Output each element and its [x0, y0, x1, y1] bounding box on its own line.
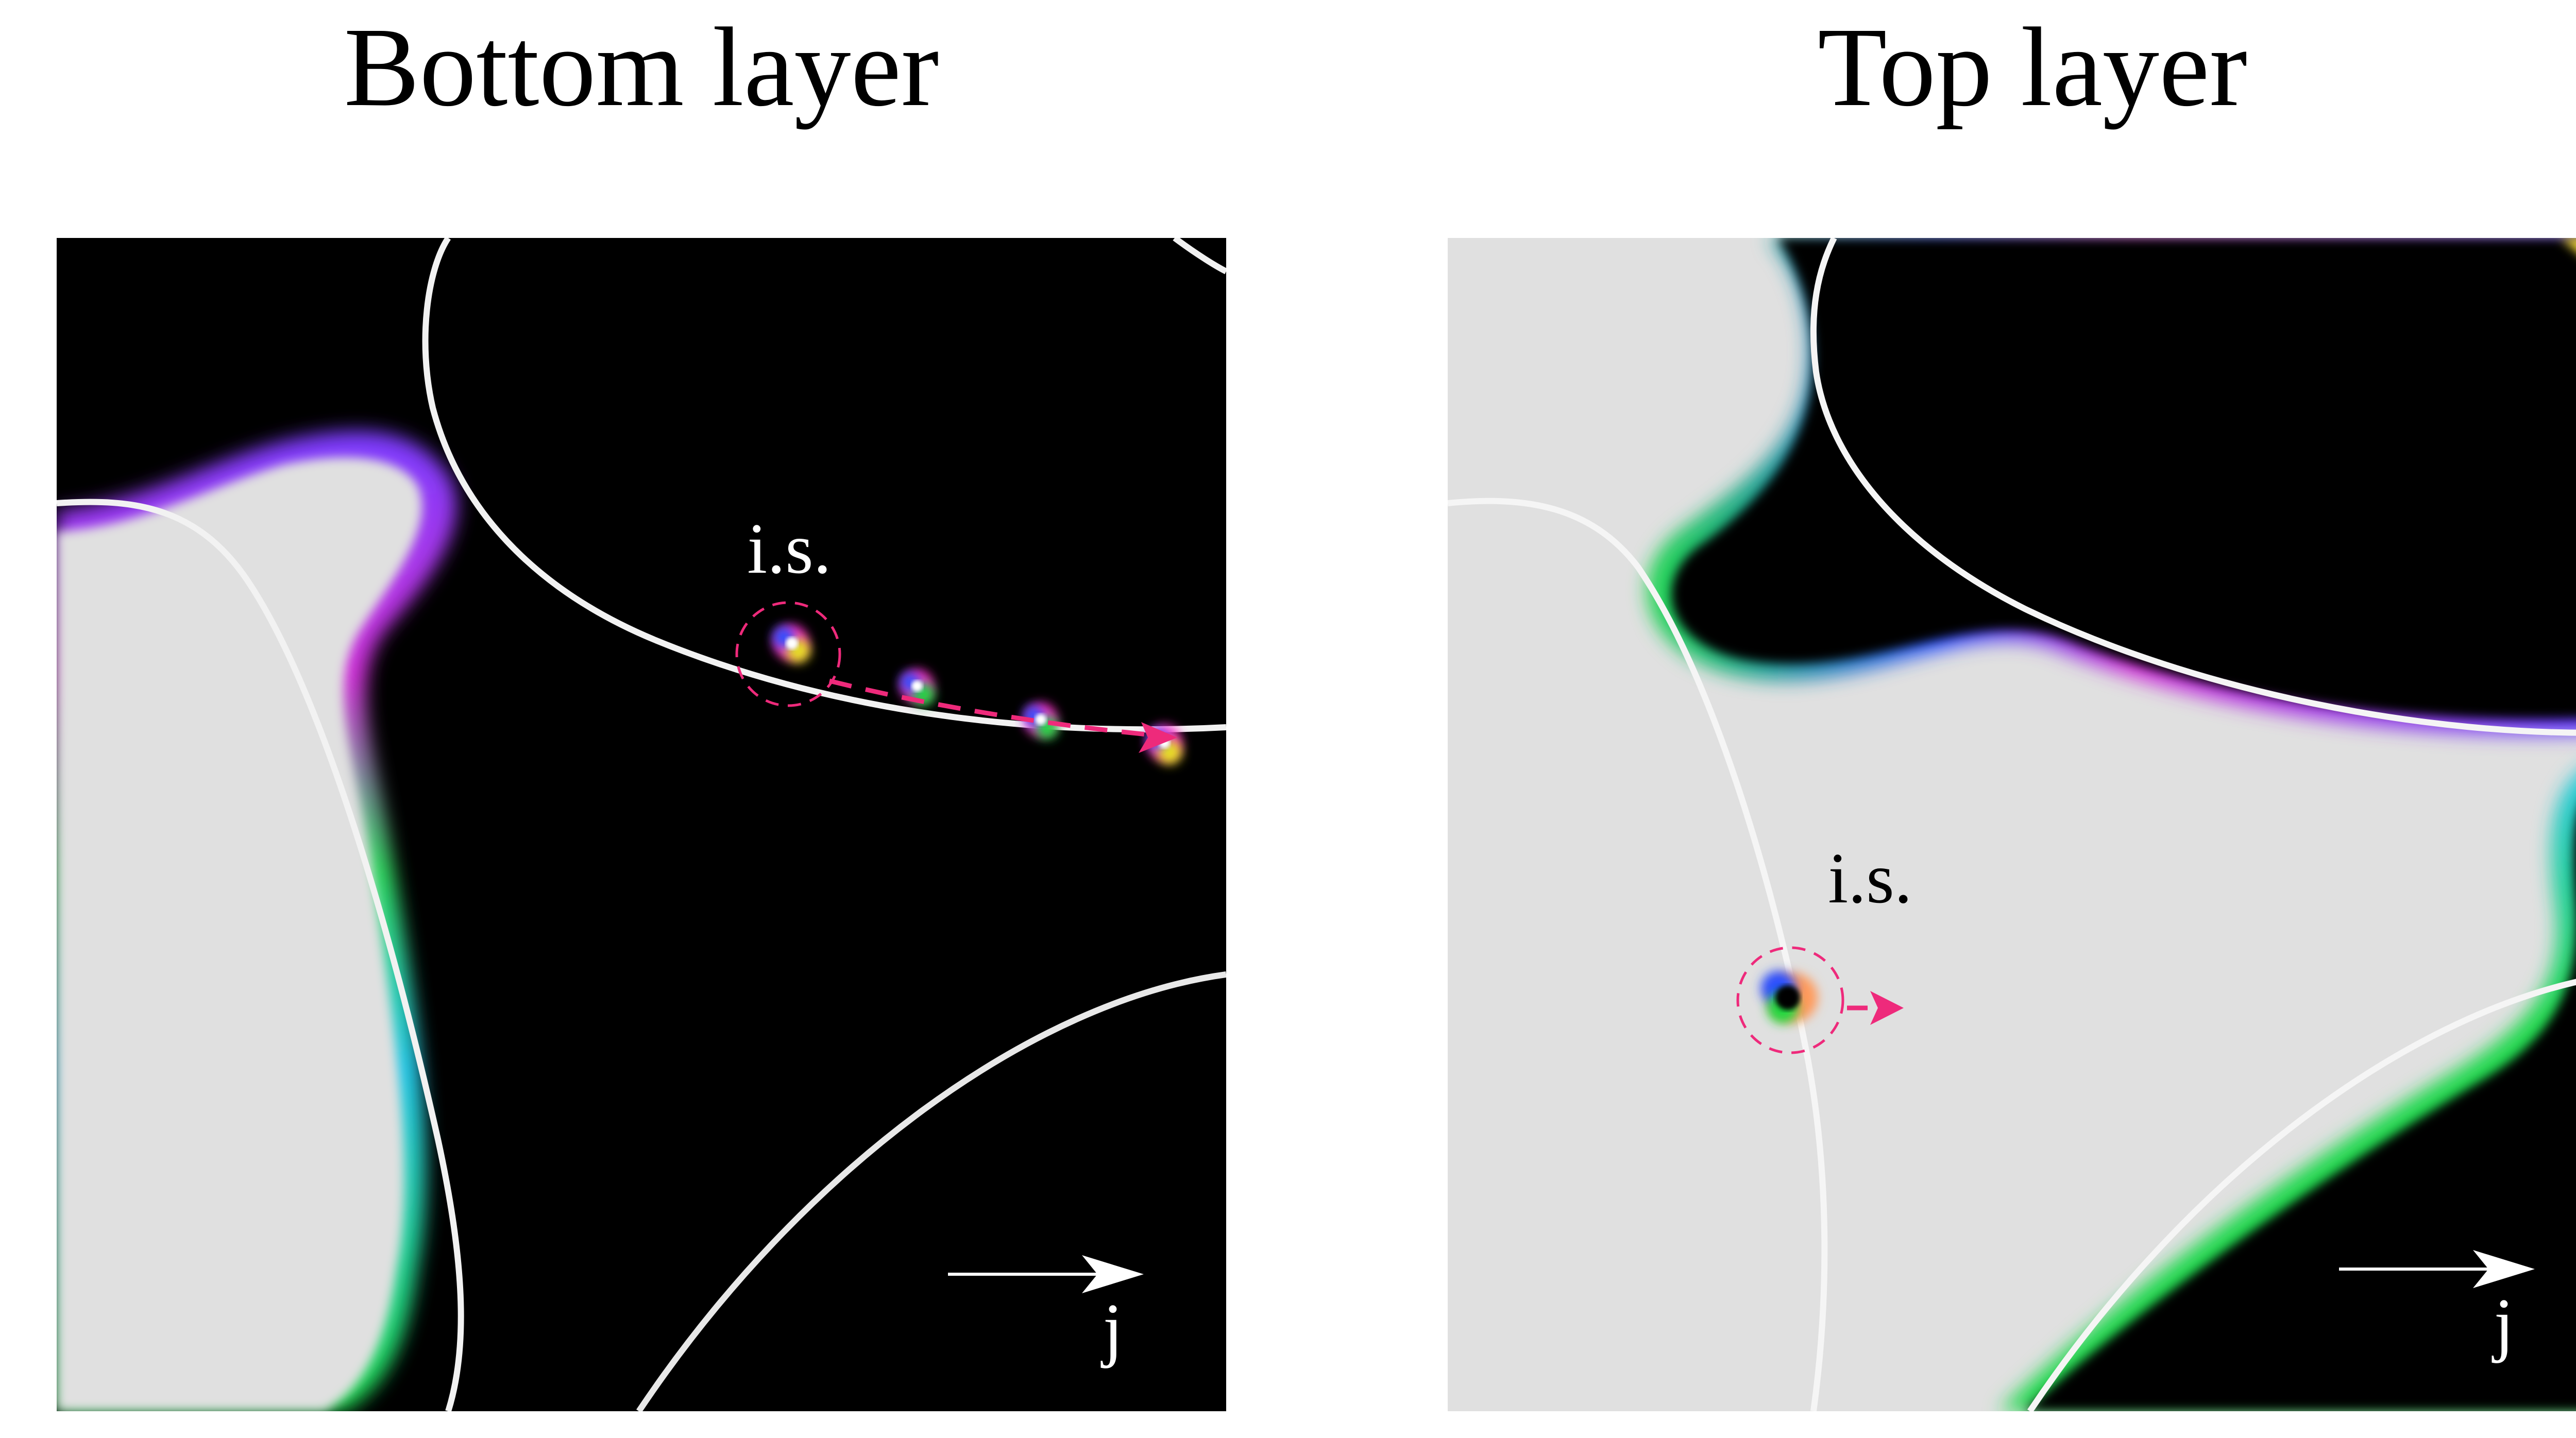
- initial-state-label: i.s.: [747, 509, 831, 589]
- defect-spot: [1761, 971, 1818, 1023]
- boundary-line-upper: [422, 238, 1226, 733]
- top-layer-panel: i.s. j: [1448, 238, 2576, 1411]
- title-top-layer: Top layer: [1818, 4, 2247, 130]
- trajectory-arrowhead: [1139, 722, 1177, 753]
- dashed-circle-icon: [735, 601, 841, 707]
- direction-label: j: [1100, 1289, 1123, 1369]
- trajectory-arrow-icon: [828, 678, 1170, 739]
- boundary-line-left: [1448, 498, 1828, 1411]
- boundary-line-corner: [1173, 238, 1226, 275]
- dashed-circle-icon: [1736, 946, 1844, 1054]
- spot-1: [773, 625, 810, 663]
- bottom-layer-map: i.s. j: [57, 238, 1226, 1411]
- boundary-line-lower: [2027, 979, 2576, 1411]
- light-domain-left: [57, 457, 422, 1411]
- boundary-line-lower: [636, 971, 1226, 1411]
- direction-arrowhead: [1082, 1255, 1144, 1293]
- title-bottom-layer: Bottom layer: [344, 4, 939, 130]
- bottom-layer-panel: i.s. j: [57, 238, 1226, 1411]
- dark-domain-upper: [1671, 238, 2576, 720]
- direction-label: j: [2492, 1284, 2514, 1364]
- boundary-line-upper: [1810, 238, 2576, 736]
- direction-arrowhead: [2473, 1250, 2535, 1288]
- top-layer-map: i.s. j: [1448, 238, 2576, 1411]
- boundary-line-left: [57, 499, 464, 1411]
- dark-domain-lower: [2025, 824, 2576, 1411]
- trajectory-arrowhead: [1870, 991, 1904, 1025]
- initial-state-label: i.s.: [1828, 838, 1912, 918]
